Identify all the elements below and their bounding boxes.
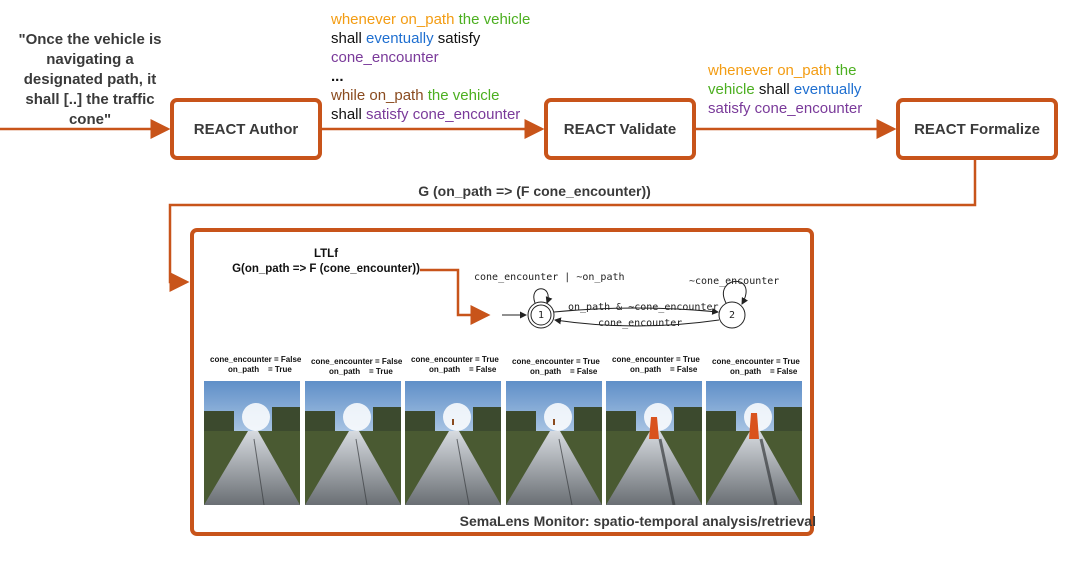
road-path: [506, 431, 602, 505]
traffic-cone: [649, 417, 659, 439]
road-frame-4[interactable]: [506, 381, 602, 505]
react-author-box[interactable]: REACT Author: [170, 98, 322, 160]
state-2: [718, 301, 746, 329]
ltlf-title: LTLf: [313, 248, 339, 260]
edge-1-2-label: on_path & ~cone_encounter: [568, 302, 719, 313]
frame-path-value: on_path = True: [329, 367, 393, 376]
req1-ellipsis: ...: [331, 68, 344, 85]
req1-vehicle: the vehicle: [454, 11, 531, 28]
self-loop-2: [723, 280, 748, 305]
frame-path-value: on_path = False: [630, 365, 698, 374]
req1-while: while on_path: [331, 87, 424, 104]
arrow-ltl-automaton: [420, 268, 491, 325]
road-path: [405, 431, 501, 505]
road-path: [204, 431, 300, 505]
req2-vehicle: vehicle: [708, 81, 755, 98]
state-2-label: 2: [728, 310, 736, 321]
frame-cone-value: cone_encounter = True: [612, 355, 700, 364]
natural-language-requirement: "Once the vehicle is navigating a design…: [18, 31, 162, 128]
structured-requirement-list: whenever on_path the vehicle shall event…: [331, 10, 530, 124]
req1-eventually: eventually: [366, 30, 434, 47]
road-path: [706, 431, 802, 505]
react-validate-box[interactable]: REACT Validate: [544, 98, 696, 160]
road-path: [606, 431, 702, 505]
react-formalize-box[interactable]: REACT Formalize: [896, 98, 1058, 160]
sun-glare: [644, 403, 672, 431]
semalens-monitor-panel: [190, 228, 814, 536]
frame-cone-value: cone_encounter = True: [512, 357, 600, 366]
road-frame-1[interactable]: [204, 381, 300, 505]
frame-cone-value: cone_encounter = False: [311, 357, 403, 366]
req1-shall2: shall: [331, 106, 367, 123]
frame-path-value: on_path = False: [730, 367, 798, 376]
distant-cone: [452, 419, 454, 425]
req2-satisfy: satisfy cone_encounter: [708, 100, 863, 117]
validated-requirement: whenever on_path the vehicle shall event…: [708, 61, 862, 118]
edge-2-1: [554, 317, 720, 327]
arrow-formalize-monitor: [168, 160, 977, 292]
road-frame-6[interactable]: [706, 381, 802, 505]
frame-path-value: on_path = False: [530, 367, 598, 376]
sun-glare: [242, 403, 270, 431]
sun-glare: [544, 403, 572, 431]
ltlf-formula: G(on_path => F (cone_encounter)): [232, 263, 420, 275]
ltlf-block: LTLf G(on_path => F (cone_encounter)): [226, 247, 426, 277]
road-frame-2[interactable]: [305, 381, 401, 505]
edge-1-2: [553, 307, 719, 315]
sun-glare: [343, 403, 371, 431]
req2-whenever: whenever on_path: [708, 62, 832, 79]
self-loop-1-label: cone_encounter | ~on_path: [474, 272, 625, 283]
frame-path-value: on_path = True: [228, 365, 292, 374]
req1-vehicle2: the vehicle: [423, 87, 500, 104]
self-loop-2-label: ~cone_encounter: [689, 276, 780, 287]
automaton-diagram: [502, 280, 748, 329]
self-loop-1: [533, 288, 553, 304]
req1-satisfy2: satisfy cone_encounter: [366, 106, 521, 123]
frame-cone-value: cone_encounter = False: [210, 355, 302, 364]
road-frame-3[interactable]: [405, 381, 501, 505]
frame-path-value: on_path = False: [429, 365, 497, 374]
edge-2-1-label: cone_encounter: [598, 318, 683, 329]
frame-cone-value: cone_encounter = True: [712, 357, 800, 366]
req1-whenever: whenever on_path: [331, 11, 455, 28]
req2-the: the: [831, 62, 857, 79]
state-1-label: 1: [537, 310, 545, 321]
req2-eventually: eventually: [793, 81, 862, 98]
traffic-cone: [749, 413, 759, 439]
sun-glare: [443, 403, 471, 431]
ltl-formula: G (on_path => (F cone_encounter)): [418, 183, 651, 199]
req2-shall: shall: [754, 81, 794, 98]
road-path: [305, 431, 401, 505]
distant-cone: [553, 419, 555, 425]
road-frame-5[interactable]: [606, 381, 702, 505]
req1-shall: shall: [331, 30, 367, 47]
monitor-caption: SemaLens Monitor: spatio-temporal analys…: [459, 513, 816, 529]
state-1-accept-ring: [530, 304, 552, 326]
req1-cone: cone_encounter: [331, 49, 439, 66]
frame-cone-value: cone_encounter = True: [411, 355, 499, 364]
req1-satisfy: satisfy: [433, 30, 481, 47]
state-1: [527, 301, 555, 329]
